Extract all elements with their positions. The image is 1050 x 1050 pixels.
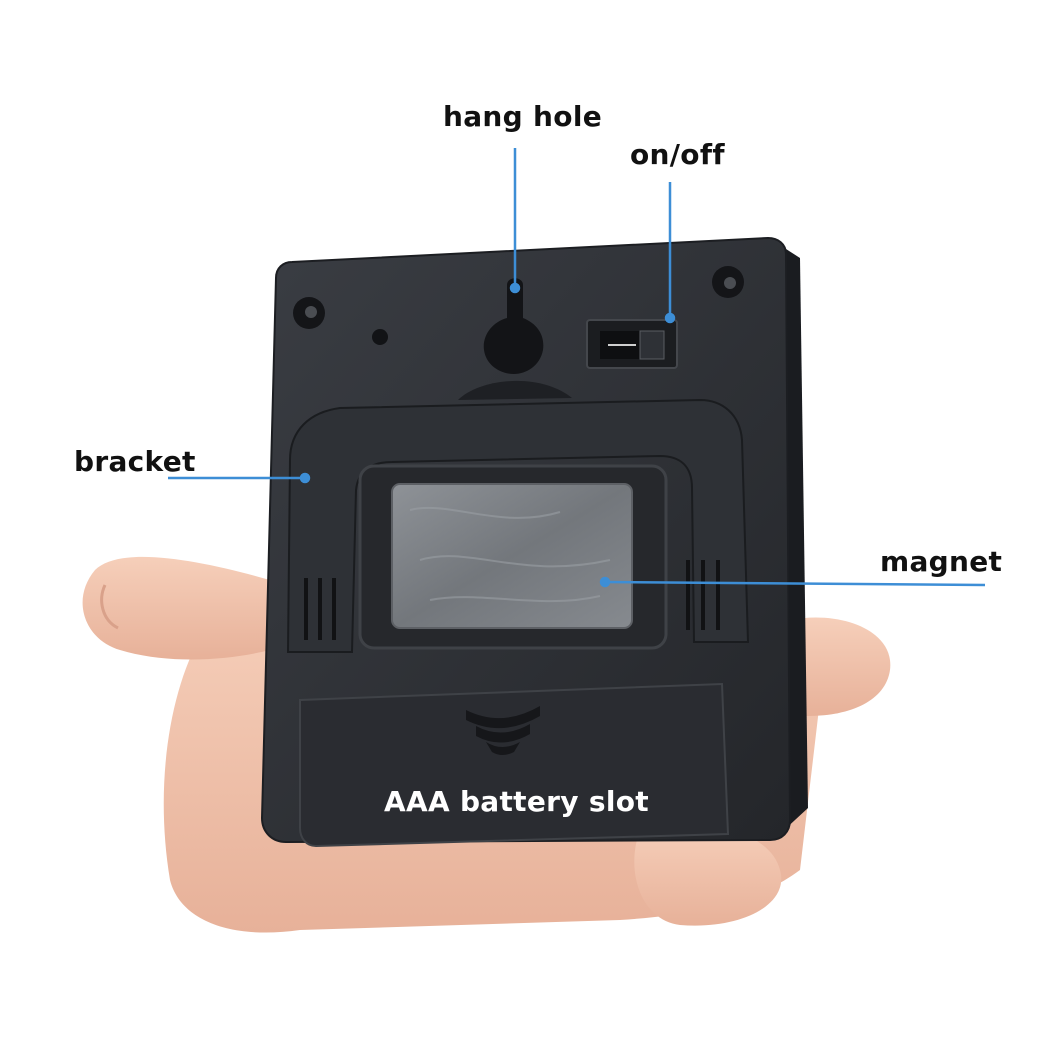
- magnet: [391, 483, 633, 629]
- label-battery-slot: AAA battery slot: [384, 785, 649, 818]
- hand-finger-lower: [634, 824, 782, 926]
- hang-hole: [483, 278, 544, 374]
- leader-lines: [168, 148, 986, 588]
- label-hang-hole: hang hole: [443, 100, 603, 133]
- label-magnet: magnet: [880, 545, 1003, 578]
- bracket-ridges-right: [686, 560, 720, 630]
- label-bracket: bracket: [74, 445, 196, 478]
- battery-cover-grip-icon: [466, 706, 540, 755]
- hand-finger-upper: [790, 617, 891, 716]
- bracket-ridges-left: [304, 578, 336, 640]
- small-hole: [372, 329, 388, 345]
- switch-knob: [639, 330, 665, 360]
- label-on-off: on/off: [630, 138, 725, 171]
- leader-magnet: [604, 580, 986, 587]
- hand-thumb: [82, 556, 270, 660]
- battery-cover: [299, 682, 730, 848]
